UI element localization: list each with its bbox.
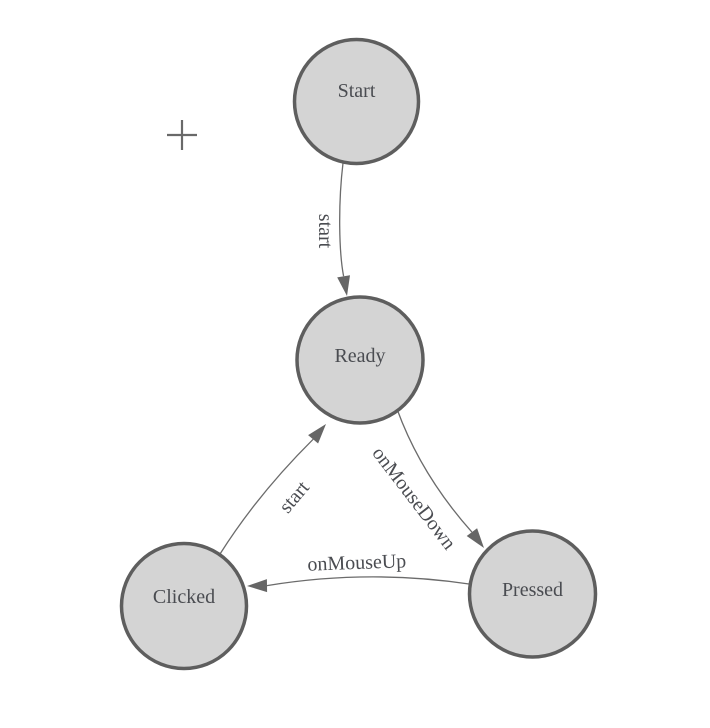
state-label: Start (338, 80, 376, 102)
state-node-clicked[interactable]: Clicked (119, 541, 249, 671)
edge-label: start (275, 477, 314, 518)
edge-label: onMouseUp (307, 550, 407, 575)
arrowhead-icon (337, 275, 350, 296)
state-label: Pressed (502, 579, 563, 601)
edge-line (266, 576, 470, 587)
state-circle[interactable] (119, 541, 249, 671)
edge-label: onMouseDown (367, 443, 460, 554)
edge-line (219, 438, 314, 555)
state-node-start[interactable]: Start (292, 37, 421, 166)
state-circle[interactable] (295, 295, 425, 425)
edge-label: start (314, 214, 336, 249)
state-node-ready[interactable]: Ready (295, 295, 425, 425)
state-circle[interactable] (292, 37, 421, 166)
arrowhead-icon (247, 579, 268, 593)
arrowhead-icon (466, 528, 484, 548)
edge-line (339, 162, 345, 277)
edge-start-to-ready: start (314, 162, 350, 296)
plus-crosshair-icon (167, 120, 197, 150)
state-circle[interactable] (467, 529, 598, 659)
edge-clicked-to-ready: start (219, 424, 326, 555)
edge-ready-to-pressed: onMouseDown (367, 408, 484, 554)
state-node-pressed[interactable]: Pressed (467, 529, 598, 659)
state-label: Ready (334, 345, 385, 367)
state-label: Clicked (153, 586, 215, 608)
edge-line (396, 408, 473, 533)
arrowhead-icon (308, 424, 326, 444)
edge-pressed-to-clicked: onMouseUp (247, 550, 470, 593)
